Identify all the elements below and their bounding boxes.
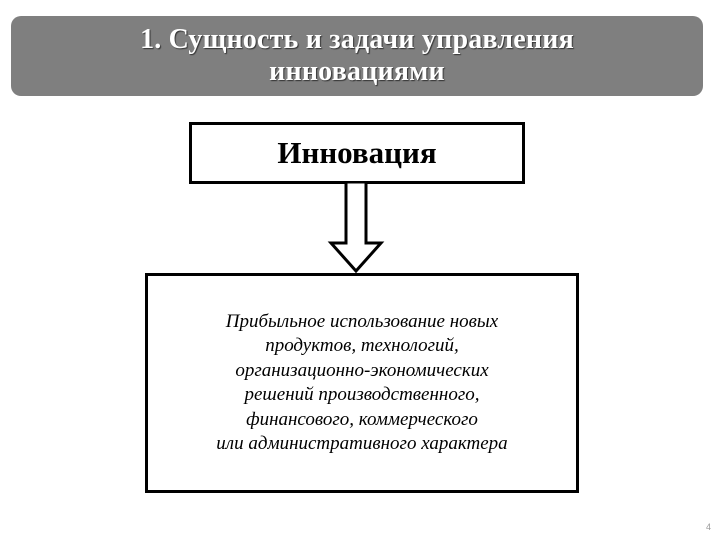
innovation-box: Инновация <box>189 122 525 184</box>
page-number: 4 <box>705 522 711 532</box>
definition-line: Прибыльное использование новых <box>225 310 499 332</box>
innovation-label: Инновация <box>277 135 437 170</box>
definition-line: или административного характера <box>216 433 508 454</box>
slide-title-line-1: 1. Сущность и задачи управления <box>140 24 574 55</box>
definition-line: решений производственного, <box>244 384 480 405</box>
definition-line: организационно-экономических <box>235 359 489 381</box>
down-arrow-icon <box>327 181 385 274</box>
definition-line: продуктов, технологий, <box>265 335 459 356</box>
definition-line: финансового, коммерческого <box>246 408 478 430</box>
definition-box: Прибыльное использование новых продуктов… <box>145 273 579 493</box>
slide-title-line-2: инновациями <box>269 56 445 87</box>
slide-title-banner: 1. Сущность и задачи управления инноваци… <box>11 16 703 96</box>
